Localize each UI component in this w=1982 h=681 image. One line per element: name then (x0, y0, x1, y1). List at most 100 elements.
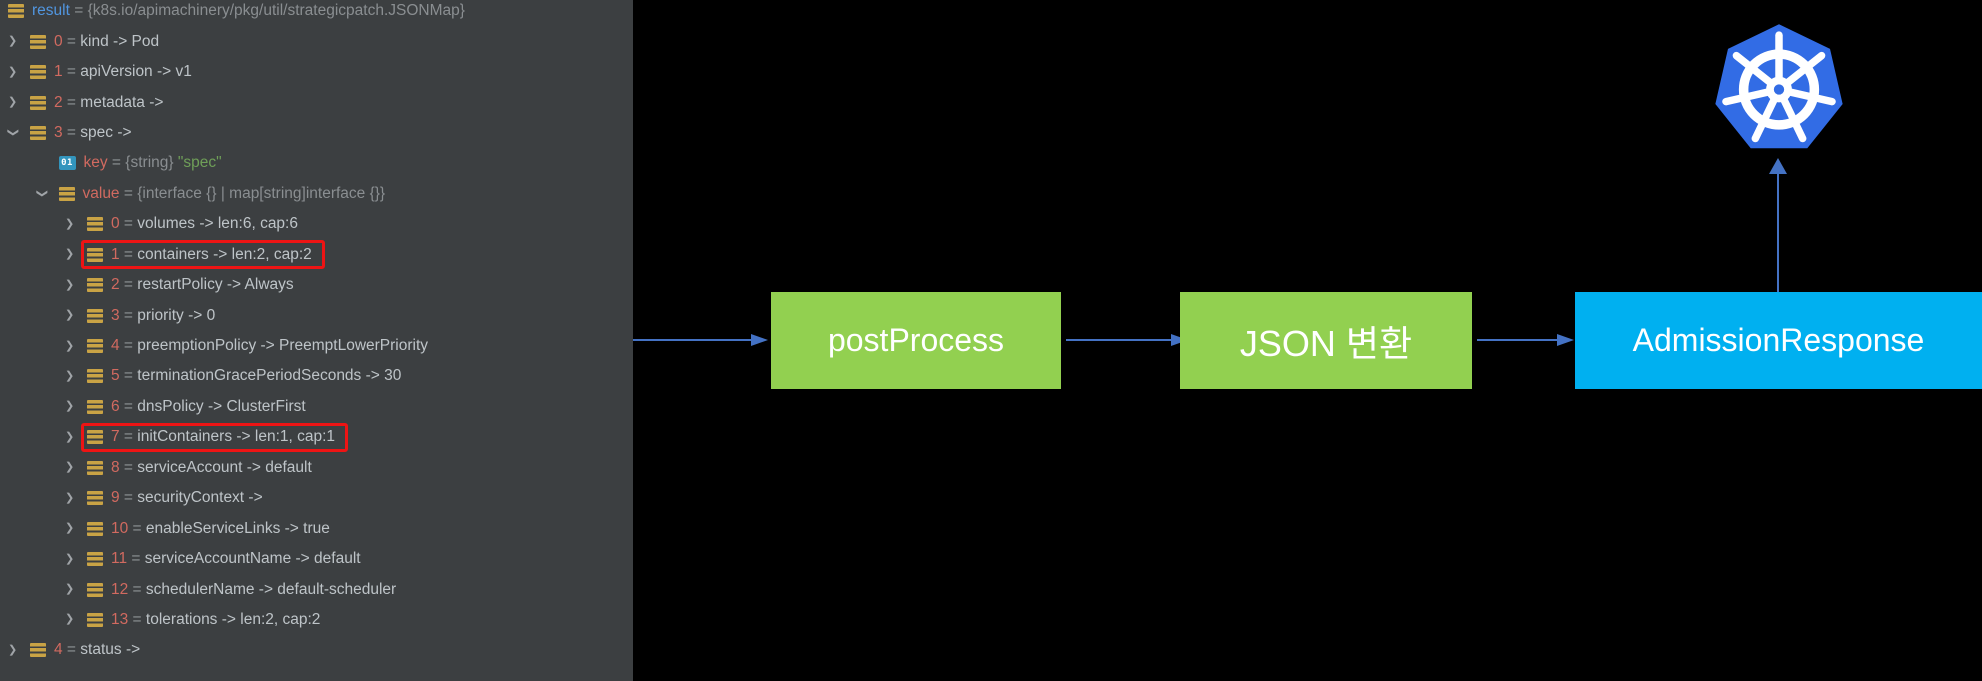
flow-arrow-line-vertical (1777, 173, 1779, 292)
tree-row[interactable]: ❯9 = securityContext -> (0, 483, 633, 513)
collapse-chevron-icon[interactable]: ❯ (35, 189, 48, 199)
node-label: postProcess (827, 322, 1005, 358)
tree-row[interactable]: ❯8 = serviceAccount -> default (0, 453, 633, 483)
highlight-box: 7 = initContainers -> len:1, cap:1 (81, 422, 349, 452)
tree-row-text-eq: = (128, 610, 146, 628)
flow-arrow-line (1066, 339, 1172, 341)
tree-row-text-idx: 10 (111, 519, 129, 537)
tree-row-text-idx: key (83, 154, 108, 172)
tree-row-text-val: serviceAccountName -> default (144, 550, 361, 568)
tree-row-text-idx: value (82, 184, 120, 202)
expand-chevron-icon[interactable]: ❯ (65, 217, 75, 230)
tree-row[interactable]: ❯0 = kind -> Pod (0, 26, 633, 56)
tree-row-text-eq: = (119, 397, 138, 415)
tree-row-text-val: serviceAccount -> default (137, 458, 312, 476)
tree-row[interactable]: ❯ 2 = restartPolicy -> Always (0, 270, 633, 300)
row-content: 6 = dnsPolicy -> ClusterFirst (87, 393, 306, 421)
tree-row[interactable]: ❯ 6 = dnsPolicy -> ClusterFirst (0, 392, 633, 422)
tree-row-text-idx: 2 (111, 276, 120, 294)
tree-row-text-varname: result (32, 2, 70, 20)
tree-row[interactable]: ❯ 1 = containers -> len:2, cap:2 (0, 240, 633, 270)
tree-row[interactable]: ❯11 = serviceAccountName -> default (0, 544, 633, 574)
tree-row-text-eq: = (119, 337, 138, 355)
expand-chevron-icon[interactable]: ❯ (65, 309, 75, 322)
expand-chevron-icon[interactable]: ❯ (65, 339, 75, 352)
tree-row[interactable]: ❯3 = priority -> 0 (0, 300, 633, 330)
collapse-chevron-icon[interactable]: ❯ (7, 128, 20, 138)
tree-row-text-val: initContainers -> len:1, cap:1 (137, 428, 336, 446)
row-content: 2 = restartPolicy -> Always (87, 271, 294, 299)
expand-chevron-icon[interactable]: ❯ (8, 35, 18, 48)
tree-row-text-val: kind -> Pod (80, 32, 160, 50)
string-variable-icon: 01 (58, 156, 76, 171)
expand-chevron-icon[interactable]: ❯ (65, 400, 75, 413)
tree-row[interactable]: ❯12 = schedulerName -> default-scheduler (0, 574, 633, 604)
kubernetes-wheel-icon (1715, 24, 1843, 149)
row-content: value = {interface {} | map[string]inter… (58, 180, 386, 208)
tree-row-text-eq: = (69, 2, 88, 20)
row-content: result = {k8s.io/apimachinery/pkg/util/s… (8, 0, 465, 25)
tree-row-text-type: {interface {} | map[string]interface {}} (137, 184, 386, 202)
map-variable-icon (87, 430, 103, 445)
node-label: JSON 변환 (1239, 322, 1413, 364)
tree-row-text-val: restartPolicy -> Always (137, 276, 294, 294)
tree-row-text-idx: 2 (54, 93, 63, 111)
tree-row-text-eq: = (128, 519, 146, 537)
tree-row-text-idx: 6 (111, 397, 120, 415)
expand-chevron-icon[interactable]: ❯ (8, 65, 18, 78)
tree-row[interactable]: ❯ 2 = metadata -> (0, 87, 633, 117)
map-variable-icon (58, 186, 75, 201)
tree-row[interactable]: ❯ 0 = volumes -> len:6, cap:6 (0, 209, 633, 239)
expand-chevron-icon[interactable]: ❯ (65, 613, 75, 626)
tree-row[interactable]: ❯1 = apiVersion -> v1 (0, 57, 633, 87)
expand-chevron-icon[interactable]: ❯ (8, 96, 18, 109)
expand-chevron-icon[interactable]: ❯ (8, 643, 18, 656)
row-content: 13 = tolerations -> len:2, cap:2 (87, 606, 320, 634)
tree-row[interactable]: ❯5 = terminationGracePeriodSeconds -> 30 (0, 361, 633, 391)
tree-row[interactable]: ❯ 7 = initContainers -> len:1, cap:1 (0, 422, 633, 452)
tree-row-text-type: {k8s.io/apimachinery/pkg/util/strategicp… (87, 2, 465, 20)
expand-chevron-icon[interactable]: ❯ (65, 583, 75, 596)
map-variable-icon (87, 247, 103, 262)
tree-row[interactable]: ❯ 4 = preemptionPolicy -> PreemptLowerPri… (0, 331, 633, 361)
tree-row-text-idx: 4 (54, 641, 63, 659)
expand-chevron-icon[interactable]: ❯ (65, 248, 75, 261)
expand-chevron-icon[interactable]: ❯ (65, 461, 75, 474)
expand-chevron-icon[interactable]: ❯ (65, 491, 75, 504)
expand-chevron-icon[interactable]: ❯ (65, 430, 75, 443)
row-content: 0 = volumes -> len:6, cap:6 (87, 210, 298, 238)
tree-row-text-eq: = (119, 245, 138, 263)
map-variable-icon (87, 339, 103, 354)
tree-row-text-eq: = (119, 428, 138, 446)
highlight-box: 1 = containers -> len:2, cap:2 (81, 240, 325, 270)
map-variable-icon (87, 308, 103, 323)
tree-row-text-eq: = (62, 93, 81, 111)
row-content: 2 = metadata -> (30, 89, 163, 117)
tree-row[interactable]: ❯ 10 = enableServiceLinks -> true (0, 513, 633, 543)
node-json-convert: JSON 변환 (1180, 292, 1472, 389)
map-variable-icon (87, 612, 103, 627)
flow-arrow-head-icon (751, 333, 768, 346)
node-postprocess: postProcess (771, 292, 1061, 389)
expand-chevron-icon[interactable]: ❯ (65, 278, 75, 291)
tree-row-text-val: tolerations -> len:2, cap:2 (145, 610, 321, 628)
tree-row[interactable]: ❯4 = status -> (0, 635, 633, 665)
expand-chevron-icon[interactable]: ❯ (65, 369, 75, 382)
tree-row[interactable]: ❯ 13 = tolerations -> len:2, cap:2 (0, 605, 633, 635)
tree-row[interactable]: ❯ value = {interface {} | map[string]inte… (0, 179, 633, 209)
tree-row-text-idx: 4 (111, 337, 120, 355)
tree-row-text-val: enableServiceLinks -> true (145, 519, 330, 537)
tree-row[interactable]: result = {k8s.io/apimachinery/pkg/util/s… (0, 0, 633, 26)
tree-row-text-eq: = (119, 489, 138, 507)
tree-row-text-eq: = (119, 306, 138, 324)
map-variable-icon (87, 582, 103, 597)
tree-row-text-idx: 9 (111, 489, 120, 507)
expand-chevron-icon[interactable]: ❯ (65, 522, 75, 535)
variables-tree: result = {k8s.io/apimachinery/pkg/util/s… (0, 0, 633, 666)
expand-chevron-icon[interactable]: ❯ (65, 552, 75, 565)
tree-row-text-val: preemptionPolicy -> PreemptLowerPriority (137, 337, 429, 355)
tree-row-text-str: "spec" (177, 154, 222, 172)
tree-row[interactable]: ❯3 = spec -> (0, 118, 633, 148)
